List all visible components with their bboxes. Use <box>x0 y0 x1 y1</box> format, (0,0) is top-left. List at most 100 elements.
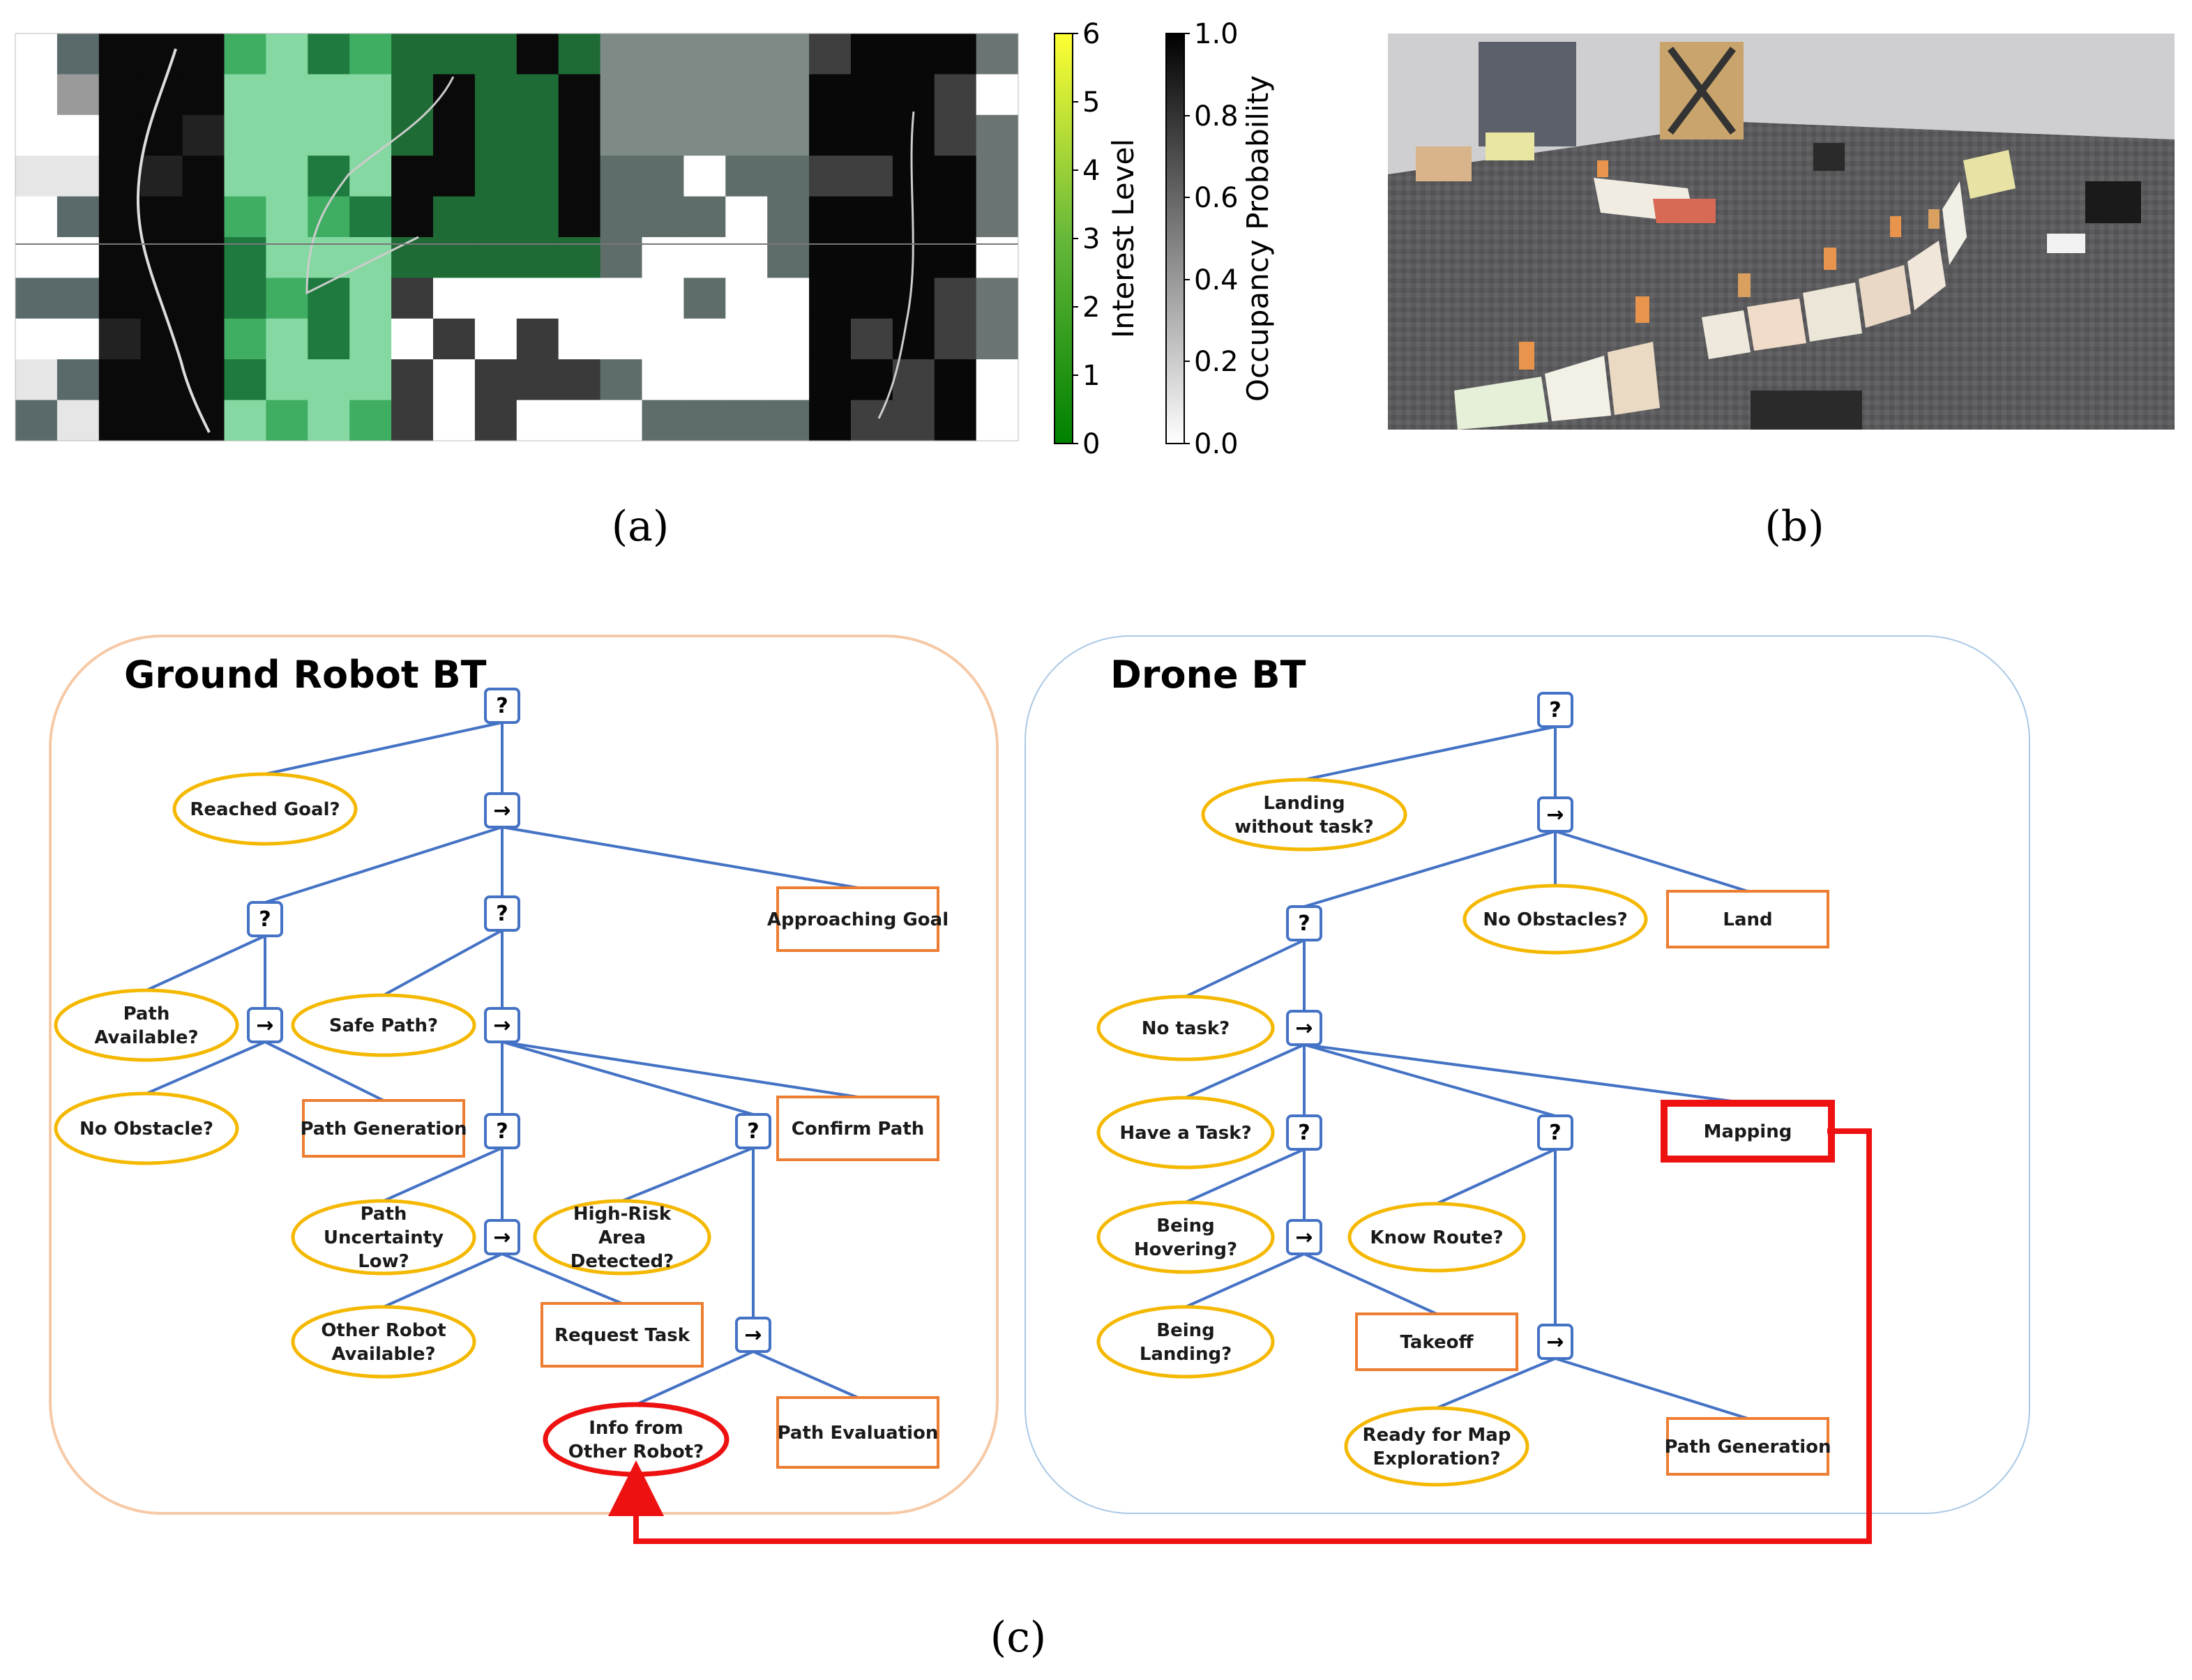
tree-edge <box>1185 1043 1305 1099</box>
condition-node-shape <box>1347 1202 1526 1273</box>
bt-node-d-no-obstacles: No Obstacles? <box>1462 884 1648 955</box>
map-cell <box>15 74 58 116</box>
action-node-shape <box>302 1099 465 1158</box>
map-cell <box>98 74 142 116</box>
map-cell <box>140 359 183 401</box>
map-cell <box>976 114 1019 156</box>
map-cell <box>683 278 726 319</box>
map-cell <box>15 237 58 278</box>
condition-node-shape <box>172 772 358 846</box>
action-node-shape <box>776 1396 939 1469</box>
action-node-label: Takeoff <box>1400 1332 1474 1353</box>
cans <box>1519 160 1940 370</box>
map-cell <box>767 156 810 197</box>
map-cell <box>98 33 142 75</box>
map-cell <box>391 196 434 238</box>
map-cell <box>474 400 517 441</box>
map-cell <box>976 33 1019 75</box>
map-cell <box>683 318 726 360</box>
map-cell <box>809 33 852 75</box>
map-cell <box>182 196 225 238</box>
condition-node-shape <box>54 1091 239 1165</box>
map-cell <box>433 318 476 360</box>
map-cell <box>182 114 225 156</box>
control-node-symbol: ? <box>496 1119 508 1144</box>
map-cell <box>892 33 935 75</box>
interest-tick-label: 6 <box>1082 18 1100 50</box>
map-cell <box>433 278 476 319</box>
map-cell <box>809 237 852 278</box>
map-cell <box>600 156 643 197</box>
map-cell <box>433 400 476 441</box>
map-cell <box>892 278 935 319</box>
map-cell <box>976 318 1019 360</box>
occupancy-tick-label: 0.8 <box>1194 100 1239 133</box>
control-node-symbol: → <box>1546 803 1564 827</box>
map-cell <box>182 237 225 278</box>
info-sharing-arrow <box>608 1128 1872 1544</box>
tree-edge <box>146 934 266 992</box>
map-cell <box>266 400 308 441</box>
bt-node-d-seq-task: → <box>1286 1010 1322 1046</box>
map-cell <box>474 237 517 278</box>
tree-edge <box>621 1147 754 1202</box>
map-cell <box>349 237 392 278</box>
map-cell <box>934 74 977 116</box>
interest-tick-label: 1 <box>1082 360 1100 392</box>
ground-robot-bt-title: Ground Robot BT <box>124 653 487 697</box>
tree-edge <box>1303 1043 1556 1117</box>
map-cell <box>892 359 935 401</box>
bt-node-g-path-evaluation: Path Evaluation <box>776 1396 939 1469</box>
map-cell <box>308 318 350 360</box>
dark-case <box>2085 181 2141 223</box>
map-cell <box>642 196 684 238</box>
bt-node-d-fb-hover: ? <box>1286 1114 1322 1151</box>
map-cell <box>474 359 517 401</box>
condition-node-label: Reached Goal? <box>190 799 340 820</box>
condition-node-label: No Obstacles? <box>1483 909 1627 930</box>
map-cell <box>809 196 852 238</box>
control-node-box <box>484 1219 520 1255</box>
interest-tick-label: 3 <box>1082 223 1100 255</box>
bt-node-d-takeoff: Takeoff <box>1355 1312 1518 1371</box>
map-cell <box>266 156 308 197</box>
map-cell <box>851 278 893 319</box>
map-cell <box>892 318 935 360</box>
tree-edge <box>1185 1253 1305 1308</box>
tree-edge <box>501 826 859 889</box>
map-cell <box>558 359 601 401</box>
map-cell <box>642 114 684 156</box>
map-cell <box>56 400 100 441</box>
map-cell <box>725 196 768 238</box>
control-node-symbol: ? <box>1549 1121 1561 1145</box>
bt-node-d-seq-main: → <box>1537 796 1573 833</box>
map-cell <box>934 400 977 441</box>
map-cell <box>851 114 893 156</box>
condition-node-shape <box>533 1199 711 1276</box>
condition-node-label: No task? <box>1142 1018 1230 1039</box>
control-node-box <box>735 1113 771 1149</box>
control-node-box <box>1286 1114 1322 1151</box>
map-cell <box>182 359 225 401</box>
bt-node-d-have-task: Have a Task? <box>1096 1096 1275 1170</box>
bt-node-g-seq-eval: → <box>735 1317 771 1353</box>
control-node-box <box>1537 1114 1573 1151</box>
map-cell <box>15 359 58 401</box>
condition-node-label: Have a Task? <box>1119 1123 1251 1144</box>
bt-node-g-root: ? <box>484 688 520 724</box>
map-cell <box>851 318 893 360</box>
map-cell <box>15 196 58 238</box>
map-cell <box>642 278 684 319</box>
tree-edge <box>383 1253 503 1308</box>
tree-edge <box>264 721 503 775</box>
tree-edge <box>753 1350 859 1399</box>
map-cell <box>809 114 852 156</box>
condition-node-shape <box>291 993 476 1057</box>
action-node-label: Approaching Goal <box>767 909 948 930</box>
map-cell <box>851 156 893 197</box>
condition-node-label: Know Route? <box>1370 1227 1503 1248</box>
control-node-box <box>1537 692 1573 728</box>
